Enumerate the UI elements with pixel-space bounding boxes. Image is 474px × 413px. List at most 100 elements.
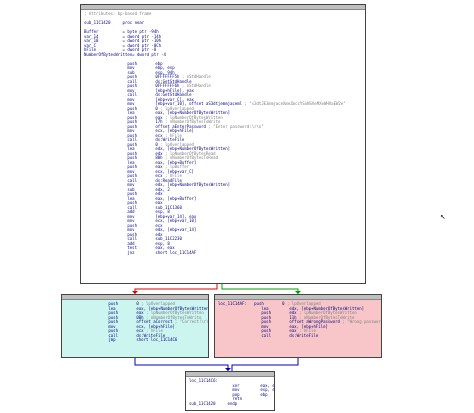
- main-block-header[interactable]: [81, 5, 365, 10]
- end-block-header[interactable]: [186, 372, 274, 377]
- asm-line[interactable]: mov[ebp+var_10], offset aS3dtjemmjaceml …: [84, 101, 362, 107]
- asm-comment: ; lpNumberOfBytesWritten: [162, 114, 223, 120]
- asm-line[interactable]: var_14 = dword ptr -14h: [84, 34, 362, 40]
- main-code-block[interactable]: ; Attributes: bp-based frame sub_11C1420 …: [80, 4, 366, 284]
- asm-mnemonic: push: [127, 114, 137, 120]
- asm-operand: esp, 94h: [155, 69, 175, 75]
- asm-line[interactable]: var_C = dword ptr -0Ch: [84, 43, 362, 49]
- asm-line[interactable]: sub_11C1420 proc near: [84, 20, 362, 26]
- asm-line[interactable]: push eax ; lpNumberOfBytesWritten: [84, 114, 362, 121]
- asm-line[interactable]: sub_11C1420 endp: [189, 401, 271, 407]
- asm-line[interactable]: retn: [189, 396, 271, 402]
- asm-operand: eax, [ebp+Buffer]: [155, 159, 197, 165]
- asm-line[interactable]: mov[ebp+var_14], eax: [84, 214, 362, 220]
- asm-operand: ecx, [ebp+var_10]: [155, 218, 197, 223]
- asm-mnemonic: push: [108, 319, 118, 324]
- asm-operand: edx, [ebp+var_14]: [155, 227, 197, 232]
- asm-line[interactable]: hFile = dword ptr -8: [84, 47, 362, 53]
- asm-operand: eax: [289, 328, 297, 333]
- asm-mnemonic: lea: [127, 110, 135, 115]
- asm-comment: ; Attributes: bp-based frame: [84, 11, 152, 16]
- asm-line[interactable]: Buffer = byte ptr -94h: [84, 29, 362, 35]
- asm-operand: eax: [155, 114, 163, 120]
- fail-block-header[interactable]: [215, 295, 381, 300]
- asm-line[interactable]: mov[ebp+hFile], eax: [84, 88, 362, 94]
- asm-line[interactable]: ; Attributes: bp-based frame: [84, 11, 362, 17]
- asm-line[interactable]: var_10 = dword ptr -10h: [84, 38, 362, 44]
- asm-line[interactable]: NumberOfBytesWritten= dword ptr -4: [84, 52, 362, 58]
- asm-comment: ; lpNumberOfBytesWritten: [296, 310, 357, 315]
- asm-operand: eax, [ebp+Buffer]: [155, 195, 197, 201]
- asm-line[interactable]: loc_11C14C6:: [189, 378, 271, 384]
- asm-line[interactable]: mov[ebp+var_C], eax: [84, 97, 362, 103]
- ok-block-header[interactable]: [62, 295, 208, 300]
- asm-label: loc_11C14C6:: [189, 378, 218, 383]
- asm-mnemonic: call: [108, 332, 118, 338]
- asm-label: Buffer = byte ptr -94h: [84, 29, 159, 34]
